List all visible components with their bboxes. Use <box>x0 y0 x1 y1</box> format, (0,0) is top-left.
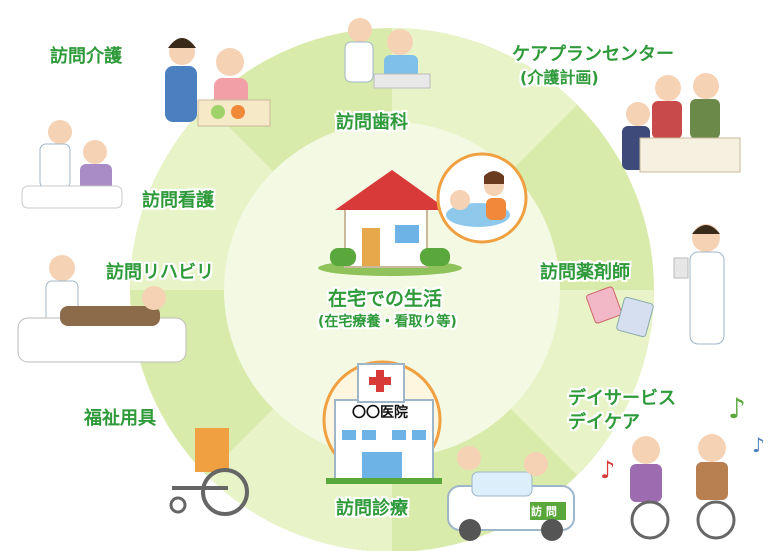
label-home-care: 訪問介護 <box>50 46 122 67</box>
home-rehab-illustration <box>17 255 187 363</box>
music-note-icon: ♪ <box>728 392 746 425</box>
label-home-dental: 訪問歯科 <box>336 112 408 133</box>
car-sign: 訪 問 <box>531 505 557 518</box>
label-care-plan-sub: (介護計画) <box>520 68 599 87</box>
center-title: 在宅での生活 <box>328 288 443 310</box>
home-care-illustration <box>165 38 271 127</box>
home-dental-illustration <box>344 18 431 89</box>
hospital-name: 〇〇医院 <box>352 405 408 421</box>
hospital-illustration <box>322 360 442 484</box>
label-home-pharmacist: 訪問薬剤師 <box>540 262 630 283</box>
day-service-illustration <box>630 434 736 540</box>
label-day-care: デイケア <box>568 412 640 433</box>
label-welfare-equipment: 福祉用具 <box>84 408 156 429</box>
music-note-icon: ♪ <box>752 433 765 457</box>
label-home-rehab: 訪問リハビリ <box>106 262 214 283</box>
label-care-plan-center: ケアプランセンター <box>512 44 674 65</box>
music-note-icon: ♪ <box>600 456 615 484</box>
care-plan-illustration <box>622 73 741 173</box>
house-illustration <box>318 170 462 276</box>
label-home-medical: 訪問診療 <box>336 498 408 519</box>
medical-car-illustration <box>447 446 575 541</box>
label-home-nursing: 訪問看護 <box>142 190 214 211</box>
wheelchair-illustration <box>169 428 249 516</box>
pharmacist-illustration <box>586 224 725 345</box>
center-subtitle: (在宅療養・看取り等) <box>318 314 457 330</box>
label-day-service: デイサービス <box>568 388 676 409</box>
bedside-bubble <box>436 152 528 244</box>
home-nursing-illustration <box>21 120 123 209</box>
